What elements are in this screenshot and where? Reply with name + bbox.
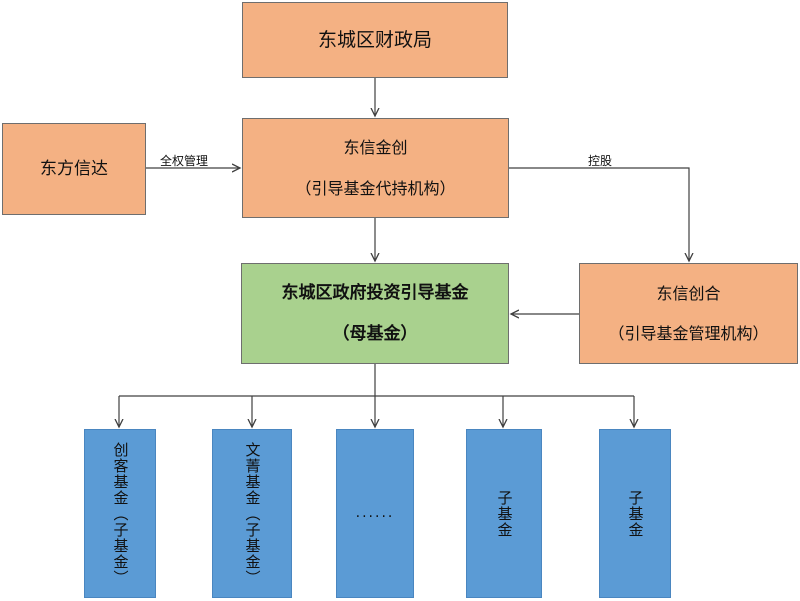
- edge-jinchuang-to-chuanghe: [509, 167, 689, 261]
- node-sub-fund-1-label: 创客基金（子基金）: [111, 441, 130, 586]
- node-dongxin-jinchuang-role: （引导基金代持机构）: [295, 179, 456, 198]
- edge-label-full-management: 全权管理: [160, 154, 209, 168]
- node-sub-fund-3-label: ......: [355, 505, 395, 522]
- node-finance-bureau: 东城区财政局: [242, 2, 508, 78]
- node-dongxin-chuanghe: 东信创合 （引导基金管理机构）: [579, 263, 798, 364]
- node-sub-fund-2-label: 文菁基金（子基金）: [243, 441, 262, 586]
- node-sub-fund-4: 子基金: [466, 429, 542, 598]
- node-sub-fund-5: 子基金: [599, 429, 671, 598]
- node-dongxin-chuanghe-title: 东信创合: [656, 284, 721, 304]
- node-finance-bureau-label: 东城区财政局: [317, 28, 432, 51]
- node-mother-fund-title: 东城区政府投资引导基金: [281, 283, 469, 304]
- node-dongfang-xinda: 东方信达: [2, 123, 146, 215]
- edge-label-holding: 控股: [588, 154, 613, 168]
- node-sub-fund-3: ......: [336, 429, 414, 598]
- node-sub-fund-2: 文菁基金（子基金）: [212, 429, 292, 598]
- node-mother-fund-subtitle: （母基金）: [332, 323, 418, 344]
- node-dongfang-xinda-label: 东方信达: [40, 158, 108, 179]
- node-sub-fund-1: 创客基金（子基金）: [84, 429, 156, 598]
- node-mother-fund: 东城区政府投资引导基金 （母基金）: [241, 263, 509, 364]
- node-dongxin-jinchuang: 东信金创 （引导基金代持机构）: [242, 118, 509, 218]
- node-sub-fund-4-label: 子基金: [495, 489, 514, 538]
- node-dongxin-chuanghe-role: （引导基金管理机构）: [608, 323, 769, 343]
- node-dongxin-jinchuang-title: 东信金创: [343, 137, 408, 157]
- node-sub-fund-5-label: 子基金: [626, 489, 645, 538]
